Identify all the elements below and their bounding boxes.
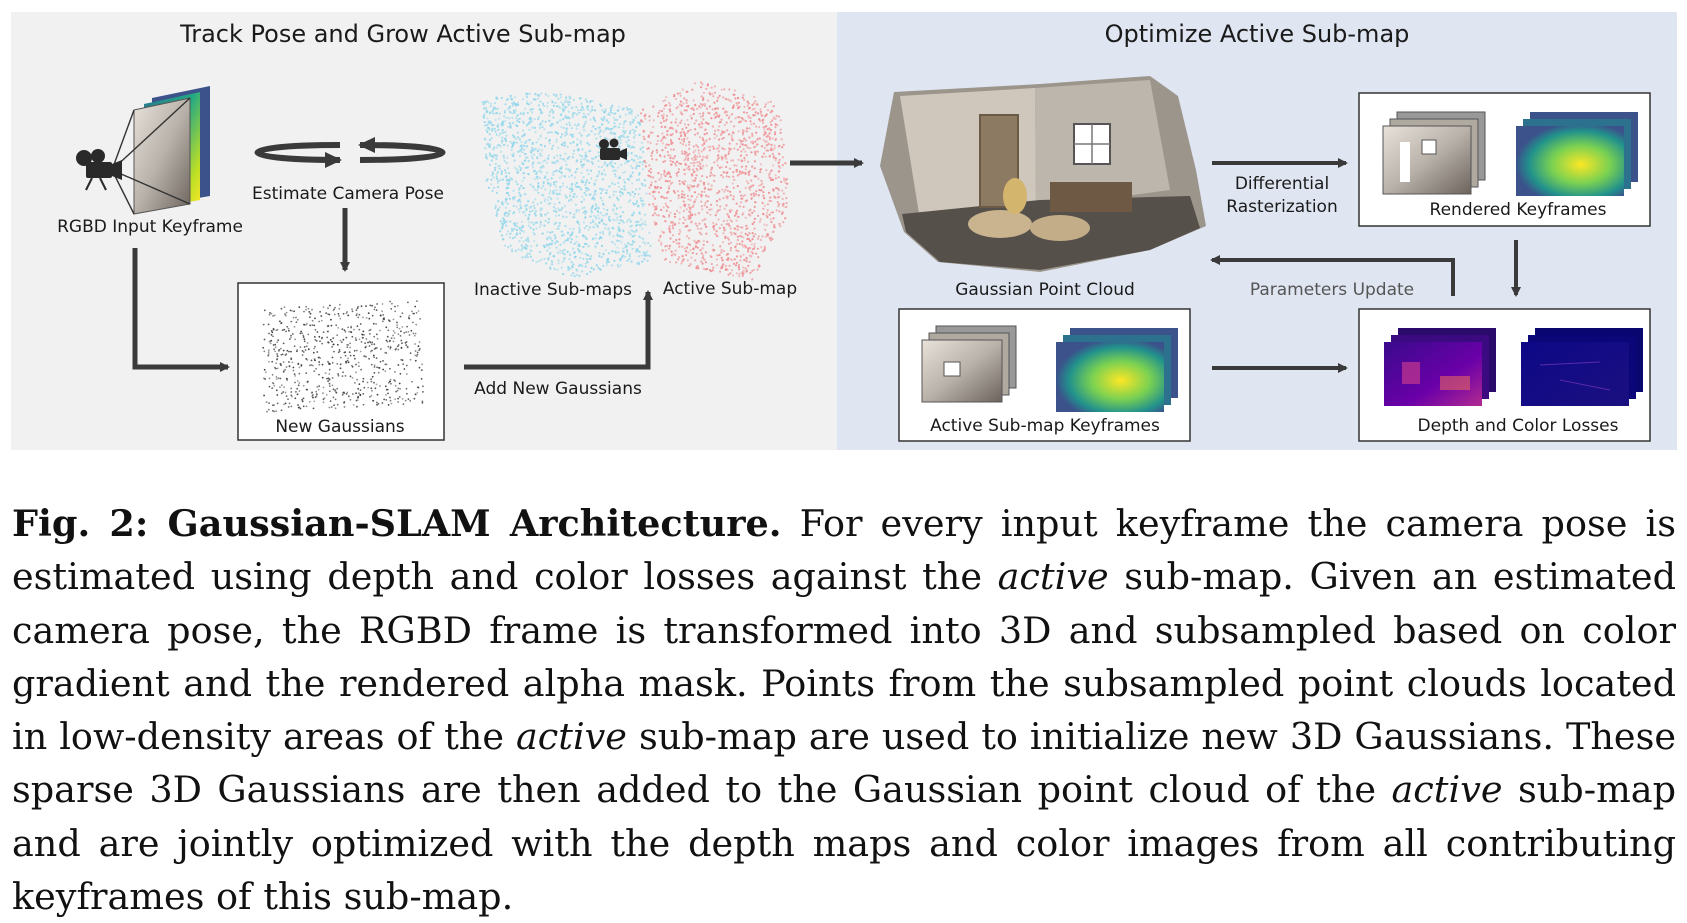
caption-emphasis-2: active bbox=[515, 715, 627, 759]
add-new-gaussians-label: Add New Gaussians bbox=[474, 379, 642, 399]
differential-label: Differential bbox=[1234, 174, 1330, 194]
rasterization-label: Rasterization bbox=[1226, 197, 1338, 217]
caption-text-1: For every input keyframe the camera pose… bbox=[12, 502, 1676, 599]
gaussian-point-cloud-label: Gaussian Point Cloud bbox=[955, 280, 1135, 300]
rendered-rgb-stack bbox=[1382, 111, 1486, 195]
depth-loss-stack bbox=[1384, 328, 1496, 406]
keyframe-depth-stack bbox=[1056, 328, 1178, 412]
figure-caption: Fig. 2: Gaussian-SLAM Architecture. For … bbox=[12, 497, 1676, 923]
circular-arrows-icon bbox=[254, 142, 446, 163]
inactive-submaps-pointcloud bbox=[481, 92, 652, 278]
caption-label: Fig. 2: Gaussian-SLAM Architecture. bbox=[12, 502, 782, 545]
depth-color-losses-label: Depth and Color Losses bbox=[1417, 416, 1619, 436]
small-camera-icon bbox=[599, 138, 627, 160]
caption-emphasis-1: active bbox=[997, 555, 1109, 599]
caption-text-4: sub-map and are jointly optimized with t… bbox=[12, 768, 1676, 919]
color-loss-stack bbox=[1521, 328, 1643, 406]
architecture-diagram bbox=[11, 12, 1677, 450]
arrow-add-new-gaussians bbox=[464, 290, 653, 370]
active-submap-keyframes-label: Active Sub-map Keyframes bbox=[930, 416, 1160, 436]
new-gaussians-sparse-points bbox=[262, 300, 424, 413]
parameters-update-label: Parameters Update bbox=[1249, 280, 1415, 300]
right-panel-title: Optimize Active Sub-map bbox=[1104, 20, 1410, 48]
caption-text-3: sub-map are used to initialize new 3D Ga… bbox=[12, 715, 1676, 812]
caption-emphasis-3: active bbox=[1391, 768, 1503, 812]
rendered-keyframes-label: Rendered Keyframes bbox=[1429, 200, 1607, 220]
rgbd-keyframe-stack bbox=[111, 86, 210, 215]
left-panel-title: Track Pose and Grow Active Sub-map bbox=[180, 20, 626, 48]
arrowhead-icon bbox=[358, 137, 375, 153]
caption-text-2: sub-map. Given an estimated camera pose,… bbox=[12, 555, 1676, 759]
arrow-rgbd-to-new-gaussians bbox=[132, 248, 230, 372]
rgbd-input-label: RGBD Input Keyframe bbox=[57, 217, 243, 237]
arrowhead-icon bbox=[325, 152, 342, 168]
camera-icon bbox=[76, 149, 122, 191]
new-gaussians-label: New Gaussians bbox=[275, 417, 405, 437]
inactive-submaps-label: Inactive Sub-maps bbox=[474, 280, 632, 300]
keyframe-rgb-stack bbox=[921, 325, 1017, 403]
gaussian-point-cloud-render bbox=[880, 76, 1206, 272]
active-submap-label: Active Sub-map bbox=[662, 279, 798, 299]
arrow-parameters-update bbox=[1210, 255, 1455, 296]
rendered-depth-stack bbox=[1516, 112, 1638, 196]
active-submap-pointcloud bbox=[639, 81, 789, 281]
estimate-pose-label: Estimate Camera Pose bbox=[252, 184, 444, 204]
